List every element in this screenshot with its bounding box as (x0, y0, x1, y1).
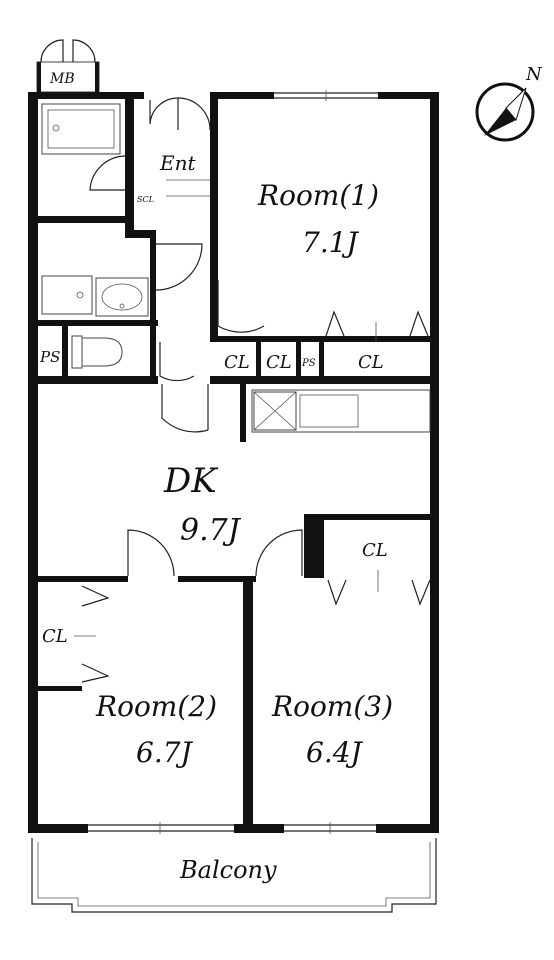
washing-machine (41, 275, 93, 315)
room3-name: Room(3) (271, 690, 393, 723)
kitchen-counter (251, 389, 431, 433)
ps-label-left: PS (39, 348, 60, 366)
north-label: N (525, 64, 543, 85)
room2-size: 6.7J (136, 736, 194, 769)
closet-label-1: CL (224, 352, 250, 373)
mb-label: MB (49, 71, 75, 87)
room3-size: 6.4J (306, 736, 364, 769)
walls (28, 92, 439, 833)
north-compass: N (475, 64, 543, 142)
dk-name: DK (163, 461, 219, 501)
kitchen-sink (299, 394, 359, 428)
entrance-label: Ent (159, 151, 196, 175)
closet-label-5: CL (42, 626, 68, 647)
fixtures (41, 103, 149, 369)
balcony-label: Balcony (179, 856, 277, 884)
shoe-closet-label: SCL (137, 195, 154, 204)
closet-label-2: CL (266, 352, 292, 373)
doors (89, 97, 303, 577)
balcony: Balcony (31, 838, 437, 913)
toilet (79, 337, 123, 367)
closet-label-3: CL (358, 352, 384, 373)
room1-name: Room(1) (257, 179, 379, 212)
dk-size: 9.7J (180, 513, 242, 548)
meter-box: MB (36, 39, 100, 93)
bathtub (41, 103, 121, 155)
room1-size: 7.1J (302, 226, 360, 259)
closet-doors (74, 310, 431, 683)
closet-label-4: CL (362, 540, 388, 561)
windows (88, 90, 378, 834)
ps-label-mid: PS (301, 358, 316, 369)
room2-name: Room(2) (95, 690, 217, 723)
